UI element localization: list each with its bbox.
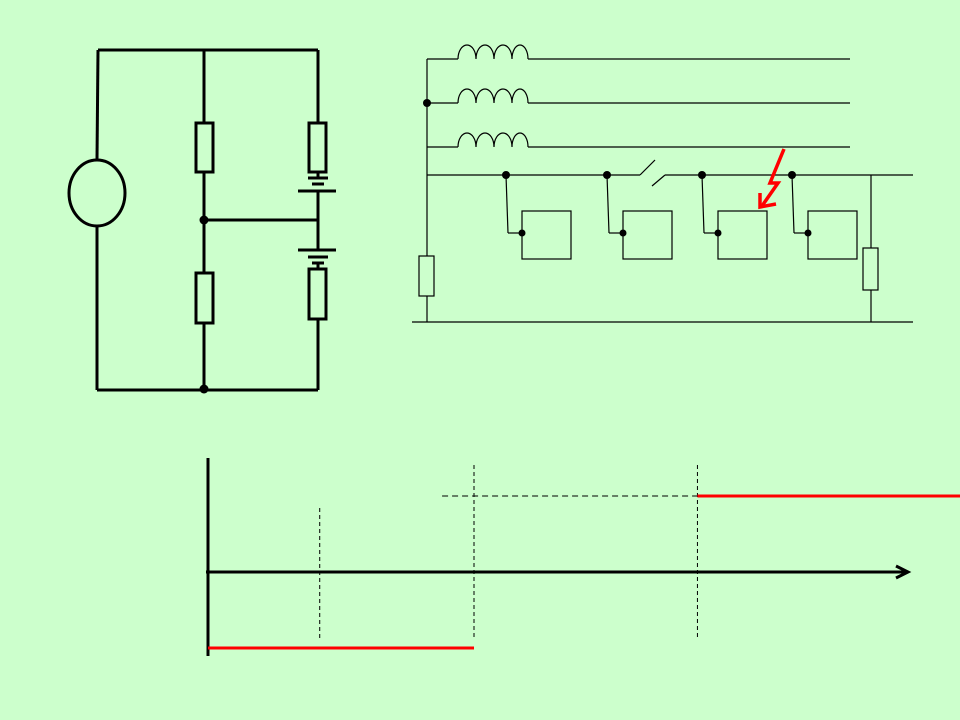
resistor-icon: [862, 247, 879, 291]
feeder-network: [412, 44, 913, 323]
bridge-nodes: [199, 215, 209, 394]
inductor-icon: [457, 132, 529, 148]
network-nodes: [423, 99, 812, 237]
resistor-icon: [418, 255, 435, 297]
step-series: [208, 494, 960, 650]
bridge-circuit: [67, 48, 336, 394]
resistor-icon: [307, 267, 328, 321]
inductor-icon: [457, 44, 529, 60]
switch-icon: [651, 174, 666, 187]
battery-icon: [298, 248, 336, 265]
resistor-icon: [194, 121, 215, 174]
inductor-icon: [457, 88, 529, 104]
x-axis-arrow-icon: [895, 564, 912, 580]
fault-arrow-icon: [758, 148, 786, 210]
ac-source-icon: [67, 158, 127, 228]
resistor-icon: [194, 271, 215, 325]
step-plot: [206, 458, 960, 656]
reference-lines: [319, 465, 698, 638]
battery-icon: [298, 176, 336, 193]
resistor-icon: [307, 121, 328, 174]
switch-icon: [639, 159, 656, 176]
